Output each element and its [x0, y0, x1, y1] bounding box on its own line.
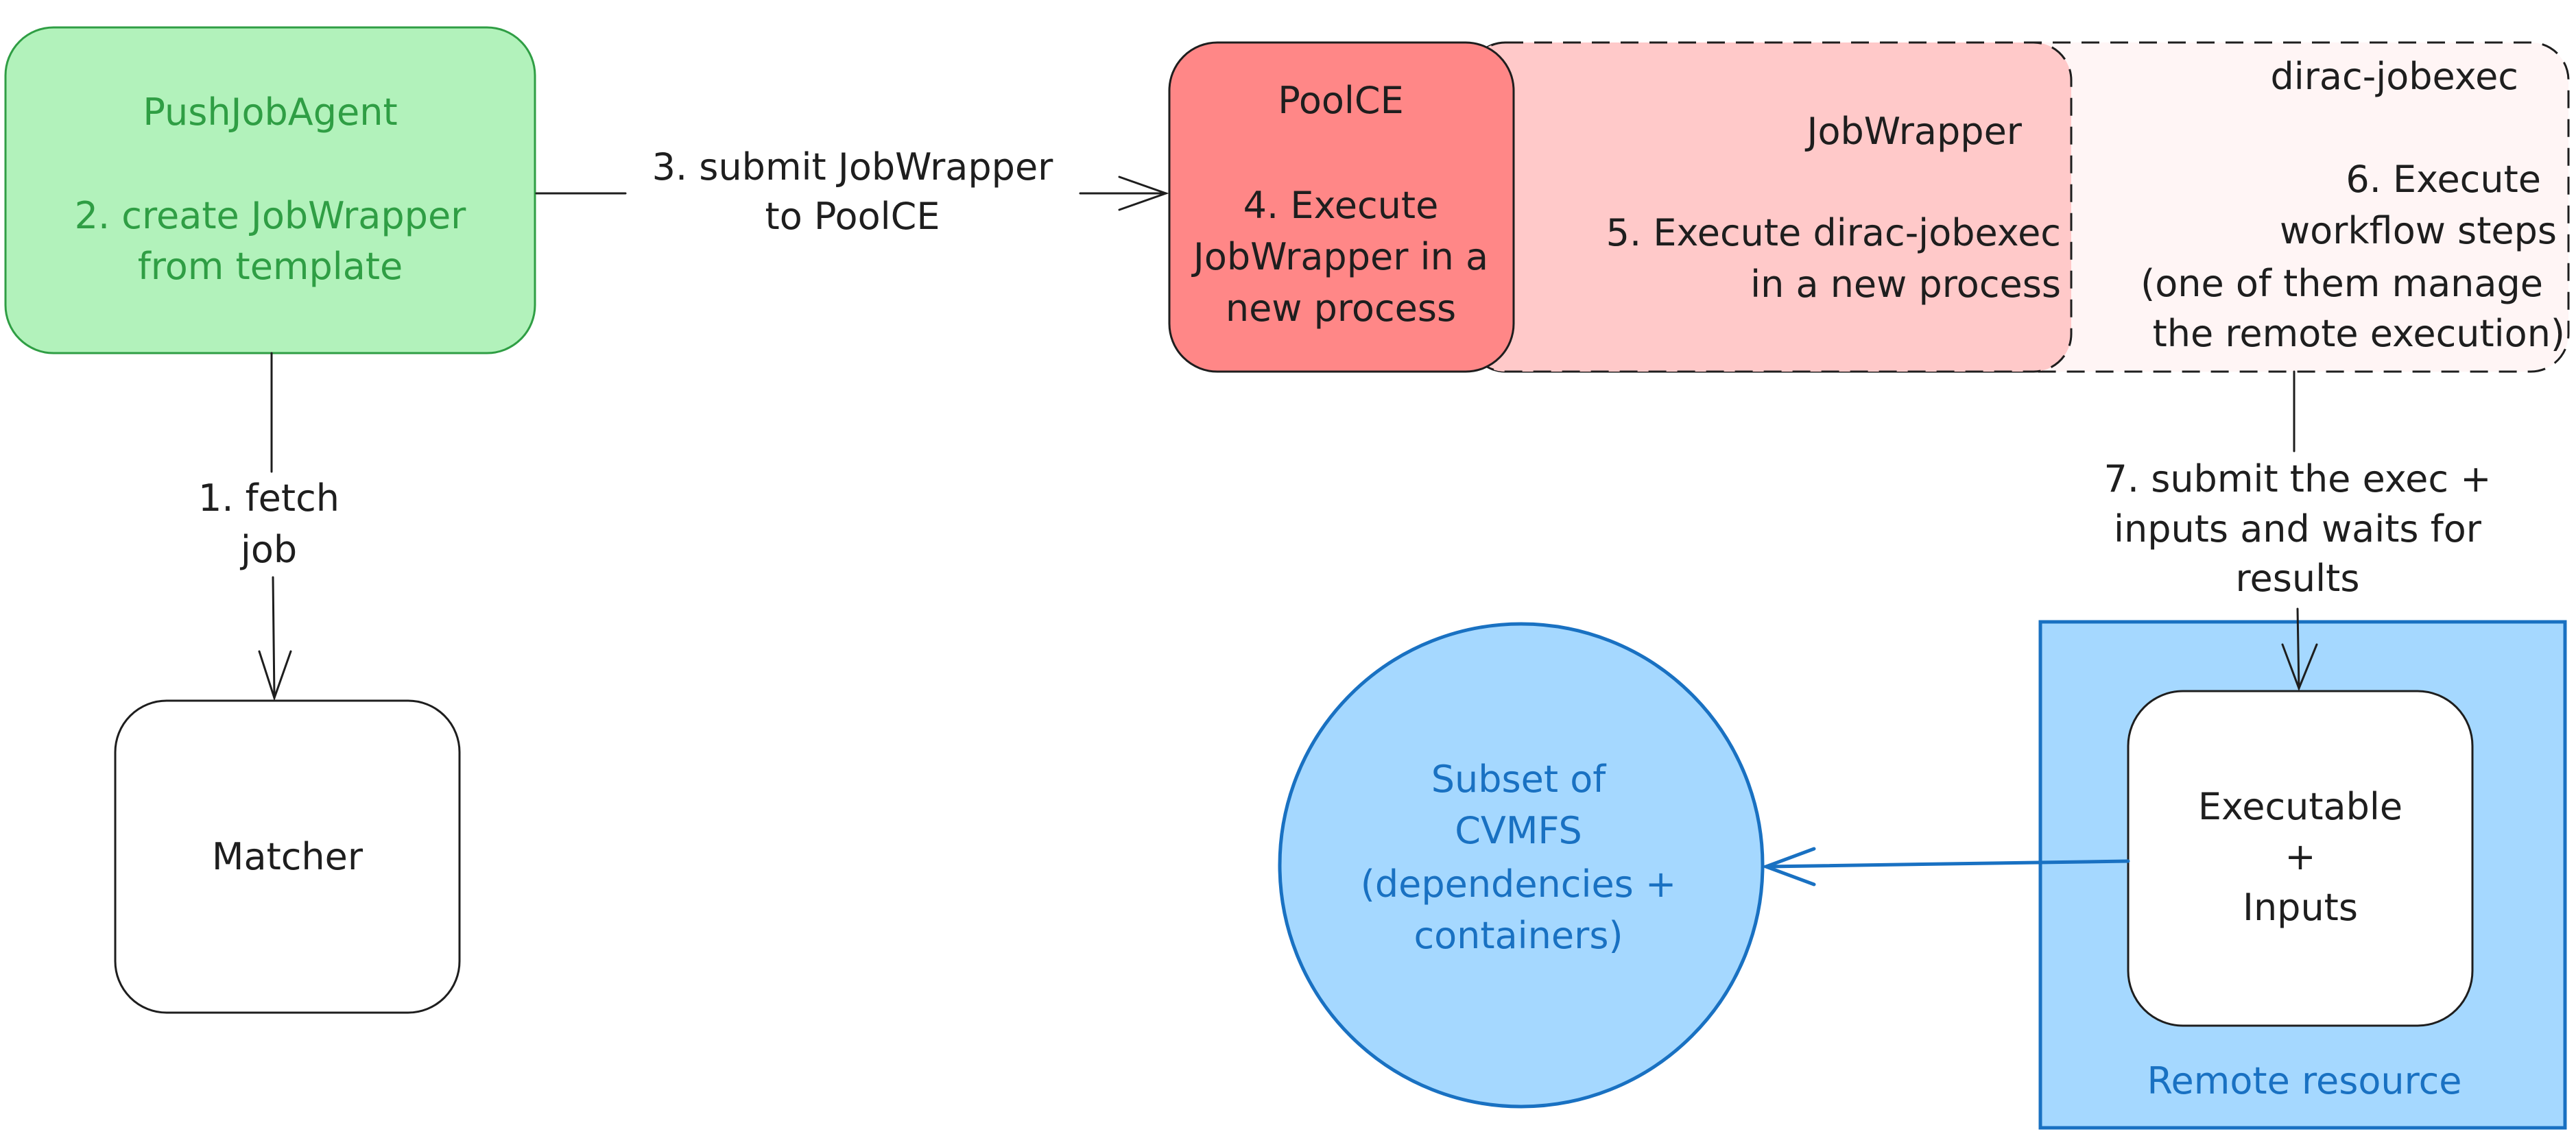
executable-label-line1: Executable	[2198, 785, 2402, 828]
dirac-jobexec-step-line3: (one of them manage	[2140, 262, 2543, 305]
submit-jobwrapper-label-line1: 3. submit JobWrapper	[652, 145, 1054, 189]
fetch-job-label-line2: job	[240, 528, 297, 571]
submit-jobwrapper-arrow	[535, 176, 1169, 211]
job-wrapper-box[interactable]	[1466, 41, 2073, 373]
pool-ce-step-line1: 4. Execute	[1243, 184, 1439, 227]
matcher-title: Matcher	[212, 835, 363, 878]
pool-ce-title: PoolCE	[1278, 79, 1404, 122]
push-job-agent-step-line1: 2. create JobWrapper	[75, 194, 467, 237]
dirac-jobexec-step-line1: 6. Execute	[2346, 158, 2541, 201]
pool-ce-box[interactable]	[1168, 41, 1515, 373]
matcher-box[interactable]	[114, 699, 461, 1014]
cvmfs-label-line2: CVMFS	[1455, 809, 1582, 852]
submit-exec-label-line1: 7. submit the exec +	[2104, 457, 2492, 500]
cvmfs-circle[interactable]	[1278, 622, 1765, 1109]
dirac-jobexec-step-line2: workflow steps	[2280, 209, 2557, 252]
fetch-job-label-line1: 1. fetch	[198, 476, 339, 520]
job-wrapper-step-line1: 5. Execute dirac-jobexec	[1606, 211, 2061, 254]
cvmfs-label-line4: containers)	[1414, 914, 1623, 957]
submit-exec-arrow	[2281, 370, 2318, 692]
remote-resource-title: Remote resource	[2147, 1059, 2461, 1102]
dirac-jobexec-title: dirac-jobexec	[2270, 55, 2518, 98]
push-job-agent-step-line2: from template	[138, 245, 403, 288]
dirac-jobexec-step-line4: the remote execution)	[2153, 312, 2565, 355]
cvmfs-label-line1: Subset of	[1431, 758, 1608, 801]
job-wrapper-title: JobWrapper	[1805, 110, 2023, 153]
submit-exec-label-line3: results	[2236, 557, 2360, 600]
job-wrapper-step-line2: in a new process	[1750, 263, 2061, 306]
push-job-agent-box[interactable]	[4, 26, 536, 354]
submit-exec-label-line2: inputs and waits for	[2114, 507, 2482, 551]
executable-inputs-box[interactable]	[2127, 690, 2474, 1027]
fetch-job-arrow	[258, 352, 292, 701]
executable-label-line3: Inputs	[2243, 886, 2358, 929]
submit-jobwrapper-label-line2: to PoolCE	[765, 195, 940, 238]
cvmfs-label-line3: (dependencies +	[1361, 862, 1676, 906]
executable-to-cvmfs-arrow	[1761, 847, 2130, 886]
pool-ce-step-line2: JobWrapper in a	[1191, 235, 1488, 278]
push-job-agent-title: PushJobAgent	[143, 91, 397, 134]
pool-ce-step-line3: new process	[1226, 287, 1456, 330]
executable-label-line2: +	[2285, 835, 2315, 878]
